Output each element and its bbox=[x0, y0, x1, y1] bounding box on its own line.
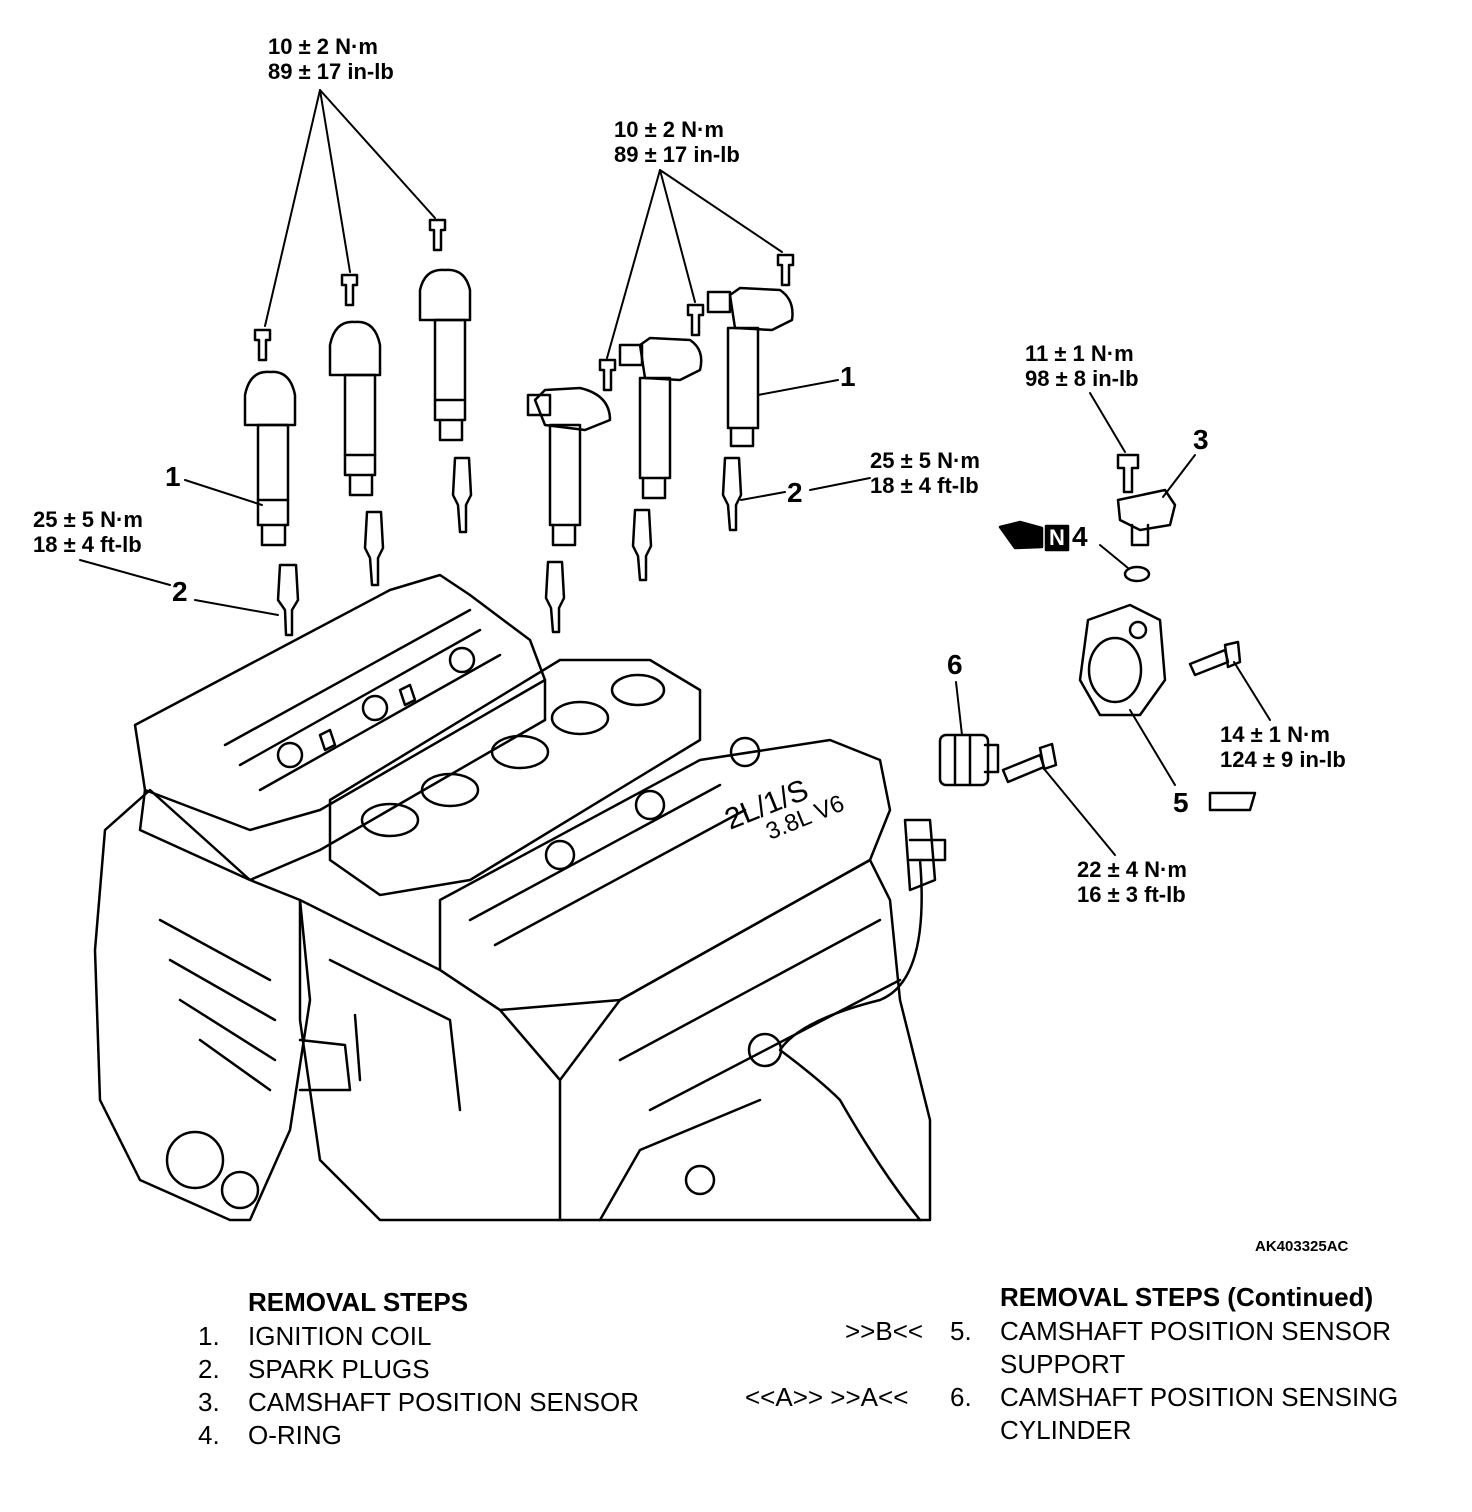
torque-imperial: 18 ± 4 ft-lb bbox=[33, 532, 142, 557]
step-text: CAMSHAFT POSITION SENSOR bbox=[1000, 1316, 1392, 1346]
torque-label-spark-plugs-left: 25 ± 5 N·m 18 ± 4 ft-lb bbox=[33, 507, 143, 557]
torque-nm: 22 ± 4 N·m bbox=[1077, 857, 1187, 882]
torque-nm: 11 ± 1 N·m bbox=[1025, 341, 1134, 366]
removal-steps-header: REMOVAL STEPS bbox=[248, 1287, 469, 1317]
ignition-coils-right-bank bbox=[526, 286, 794, 547]
removal-steps-continued-header: REMOVAL STEPS (Continued) bbox=[1000, 1282, 1374, 1312]
spark-plugs bbox=[276, 456, 743, 637]
leader-lines bbox=[79, 89, 1271, 856]
step-text: CAMSHAFT POSITION SENSING bbox=[1000, 1382, 1399, 1412]
callout-1-left: 1 bbox=[165, 461, 181, 492]
step-number: 2. bbox=[198, 1354, 220, 1384]
step-text: O-RING bbox=[248, 1420, 342, 1450]
torque-label-coil-bolts-right: 10 ± 2 N·m 89 ± 17 in-lb bbox=[614, 117, 740, 167]
torque-imperial: 16 ± 3 ft-lb bbox=[1077, 882, 1186, 907]
torque-imperial: 98 ± 8 in-lb bbox=[1025, 366, 1139, 391]
step-marks: <<A>> >>A<< bbox=[745, 1382, 909, 1412]
figure-code: AK403325AC bbox=[1255, 1238, 1349, 1255]
torque-imperial: 18 ± 4 ft-lb bbox=[870, 473, 979, 498]
torque-nm: 25 ± 5 N·m bbox=[870, 448, 980, 473]
torque-label-coil-bolts-left: 10 ± 2 N·m 89 ± 17 in-lb bbox=[268, 34, 394, 84]
torque-label-support-bolt: 14 ± 1 N·m 124 ± 9 in-lb bbox=[1220, 722, 1346, 772]
step-number: 5. bbox=[950, 1316, 972, 1346]
step-text: IGNITION COIL bbox=[248, 1321, 432, 1351]
step-marks: >>B<< bbox=[845, 1316, 924, 1346]
callout-3: 3 bbox=[1193, 424, 1209, 455]
camshaft-sensor-parts bbox=[938, 453, 1257, 812]
ignition-coils-left-bank bbox=[243, 268, 472, 547]
step-text: CAMSHAFT POSITION SENSOR bbox=[248, 1387, 640, 1417]
torque-imperial: 124 ± 9 in-lb bbox=[1220, 747, 1346, 772]
torque-nm: 25 ± 5 N·m bbox=[33, 507, 143, 532]
callout-4: 4 bbox=[1072, 521, 1088, 552]
torque-imperial: 89 ± 17 in-lb bbox=[268, 59, 394, 84]
step-number: 1. bbox=[198, 1321, 220, 1351]
step-number: 3. bbox=[198, 1387, 220, 1417]
step-number: 6. bbox=[950, 1382, 972, 1412]
new-part-n-icon: N bbox=[1049, 525, 1065, 550]
torque-imperial: 89 ± 17 in-lb bbox=[614, 142, 740, 167]
torque-label-cylinder-bolt: 22 ± 4 N·m 16 ± 3 ft-lb bbox=[1077, 857, 1187, 907]
engine-block: 2L/1/S 3.8L V6 bbox=[93, 573, 947, 1222]
step-text: SPARK PLUGS bbox=[248, 1354, 430, 1384]
callout-1-right: 1 bbox=[840, 361, 856, 392]
callout-5: 5 bbox=[1173, 787, 1189, 818]
step-text-continued: SUPPORT bbox=[1000, 1349, 1126, 1379]
torque-label-sensor-bolt: 11 ± 1 N·m 98 ± 8 in-lb bbox=[1025, 341, 1139, 391]
torque-nm: 10 ± 2 N·m bbox=[614, 117, 724, 142]
step-number: 4. bbox=[198, 1420, 220, 1450]
callout-6: 6 bbox=[947, 649, 963, 680]
torque-nm: 14 ± 1 N·m bbox=[1220, 722, 1330, 747]
coil-bolts bbox=[253, 218, 795, 392]
torque-label-spark-plugs-right: 25 ± 5 N·m 18 ± 4 ft-lb bbox=[870, 448, 980, 498]
step-text-continued: CYLINDER bbox=[1000, 1415, 1132, 1445]
callout-2-right: 2 bbox=[787, 477, 803, 508]
torque-nm: 10 ± 2 N·m bbox=[268, 34, 378, 59]
callout-2-left: 2 bbox=[172, 576, 188, 607]
